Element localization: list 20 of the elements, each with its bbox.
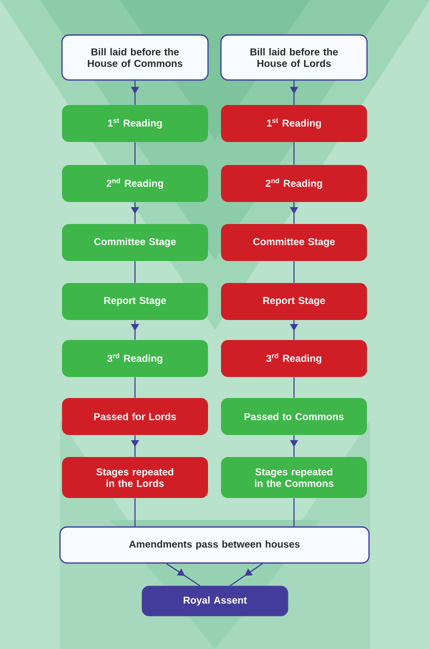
end-box: Royal Assent	[142, 586, 288, 616]
process-box: Amendments pass between houses	[59, 526, 370, 564]
stage-box: Stages repeated in the Lords	[62, 457, 208, 498]
arrow	[166, 563, 200, 586]
stage-box: Passed for Lords	[62, 398, 208, 435]
stage-box: 1$^{st}$ Reading	[221, 105, 367, 142]
stage-box: Committee Stage	[62, 224, 208, 261]
stage-box: Report Stage	[62, 283, 208, 320]
stage-box: 1$^{st}$ Reading	[62, 105, 208, 142]
stage-box: 3$^{rd}$ Reading	[221, 340, 367, 377]
start-box: Bill laid before the House of Lords	[220, 34, 368, 81]
start-box: Bill laid before the House of Commons	[61, 34, 209, 81]
stage-box: 2$^{nd}$ Reading	[221, 165, 367, 202]
stage-box: Stages repeated in the Commons	[221, 457, 367, 498]
stage-box: Committee Stage	[221, 224, 367, 261]
stage-box: Report Stage	[221, 283, 367, 320]
stage-box: Passed to Commons	[221, 398, 367, 435]
stage-box: 2$^{nd}$ Reading	[62, 165, 208, 202]
arrow	[230, 563, 263, 586]
stage-box: 3$^{rd}$ Reading	[62, 340, 208, 377]
